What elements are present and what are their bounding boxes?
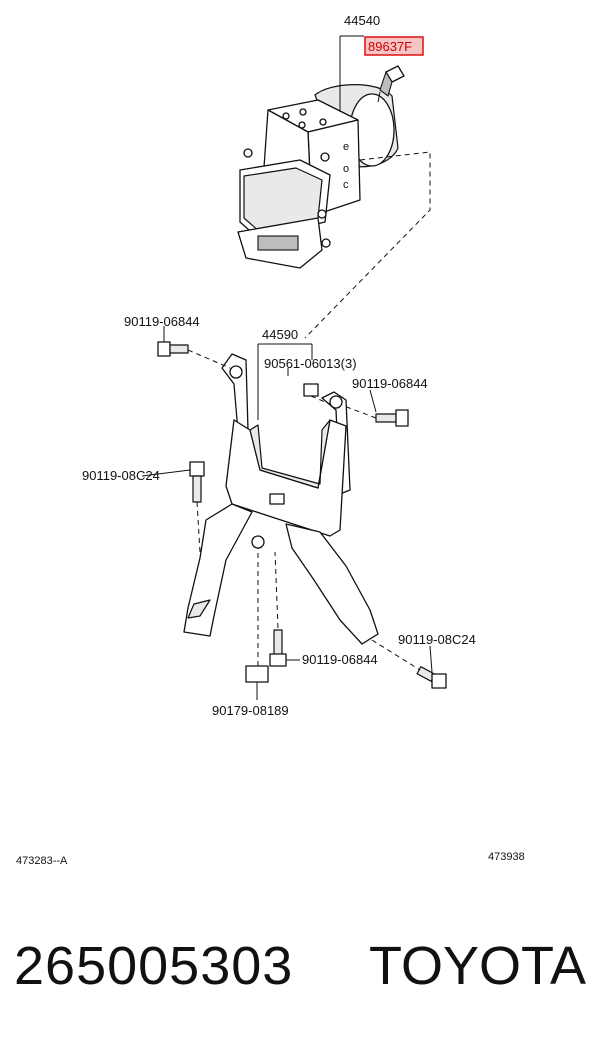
- part-number: 265005303: [14, 936, 294, 996]
- nut-center[interactable]: [303, 383, 319, 397]
- label-bolt-lower-right: 90119-08C24: [398, 632, 476, 647]
- sensor-89637f[interactable]: [377, 65, 405, 103]
- label-sensor-highlight: 89637F: [368, 39, 412, 54]
- bolt-lower-right[interactable]: [416, 666, 447, 689]
- exploded-parts-diagram: e o c: [16, 13, 525, 867]
- svg-text:e: e: [343, 141, 349, 153]
- brand-name: TOYOTA: [368, 936, 586, 996]
- bolt-left[interactable]: [189, 461, 205, 503]
- bolt-bottom-center[interactable]: [269, 629, 287, 667]
- label-bolt-right: 90119-06844: [352, 376, 428, 391]
- label-bracket: 44590: [262, 327, 298, 342]
- bolt-top-left[interactable]: [157, 341, 189, 357]
- abs-actuator-assembly[interactable]: e o c: [237, 84, 399, 269]
- highlight-box: [364, 36, 424, 56]
- bolt-right[interactable]: [375, 409, 409, 427]
- label-nut-center: 90561-06013(3): [264, 356, 357, 371]
- label-actuator: 44540: [344, 13, 380, 28]
- label-bolt-bottom-center: 90119-06844: [302, 652, 378, 667]
- grommet[interactable]: [245, 665, 269, 683]
- svg-text:c: c: [343, 179, 349, 191]
- abs-bracket[interactable]: [183, 353, 379, 645]
- label-bolt-top-left: 90119-06844: [124, 314, 200, 329]
- reference-right: 473938: [488, 851, 525, 863]
- label-bolt-left: 90119-08C24: [82, 468, 160, 483]
- reference-left: 473283--A: [16, 855, 68, 867]
- svg-text:o: o: [343, 163, 349, 175]
- label-grommet: 90179-08189: [212, 703, 289, 718]
